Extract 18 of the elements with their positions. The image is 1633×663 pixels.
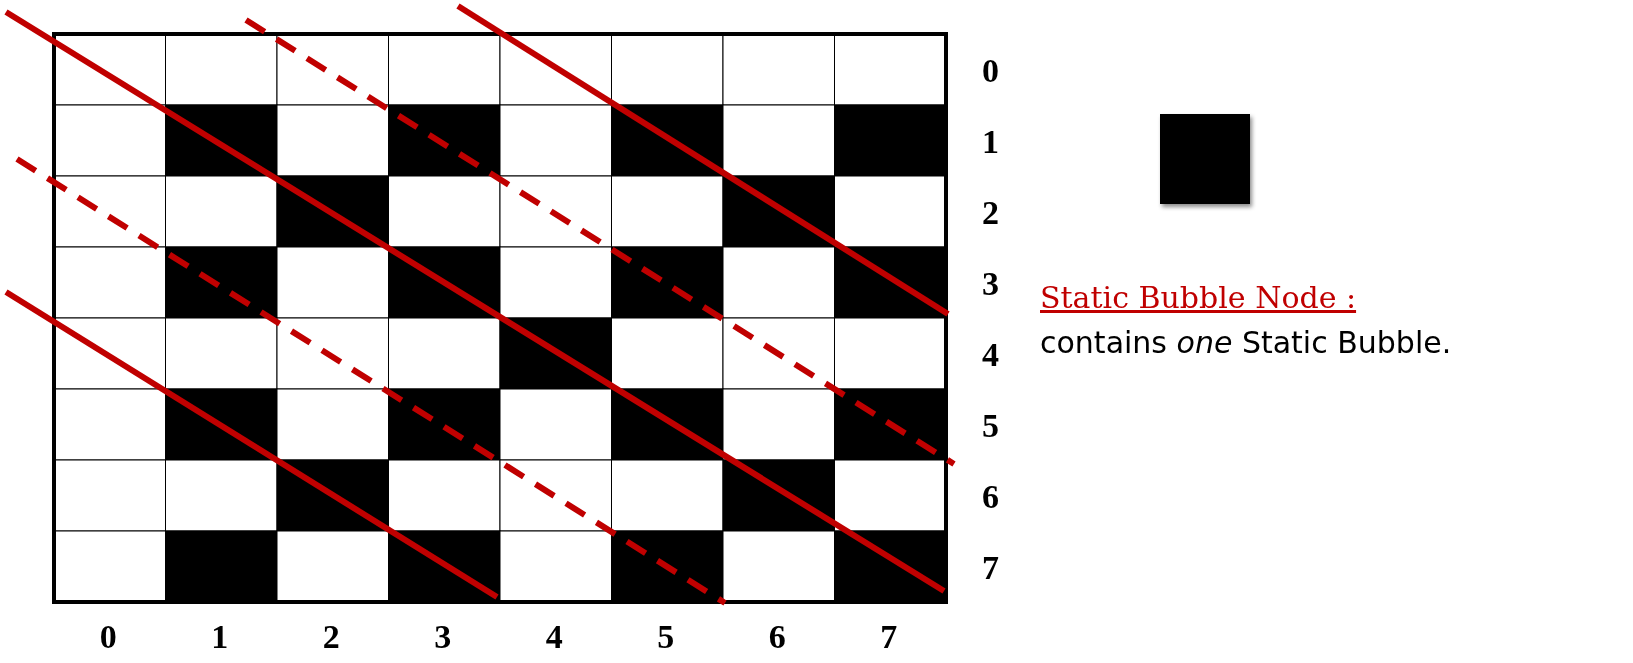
column-number: 1 (211, 620, 229, 654)
column-number: 7 (880, 620, 898, 654)
row-number: 7 (982, 551, 999, 585)
column-number: 0 (99, 620, 117, 654)
column-number: 4 (545, 620, 563, 654)
row-number: 1 (982, 125, 999, 159)
row-number: 4 (982, 338, 999, 372)
row-number: 5 (982, 409, 999, 443)
column-number: 6 (768, 620, 786, 654)
row-number: 3 (982, 267, 999, 301)
column-number: 2 (322, 620, 340, 654)
description-text: contains one Static Bubble. (1040, 325, 1452, 360)
column-number: 3 (434, 620, 452, 654)
row-number: 6 (982, 480, 999, 514)
legend-text: Static Bubble Node : (1040, 280, 1357, 315)
row-number: 2 (982, 196, 999, 230)
column-number: 5 (657, 620, 675, 654)
row-number: 0 (982, 54, 999, 88)
